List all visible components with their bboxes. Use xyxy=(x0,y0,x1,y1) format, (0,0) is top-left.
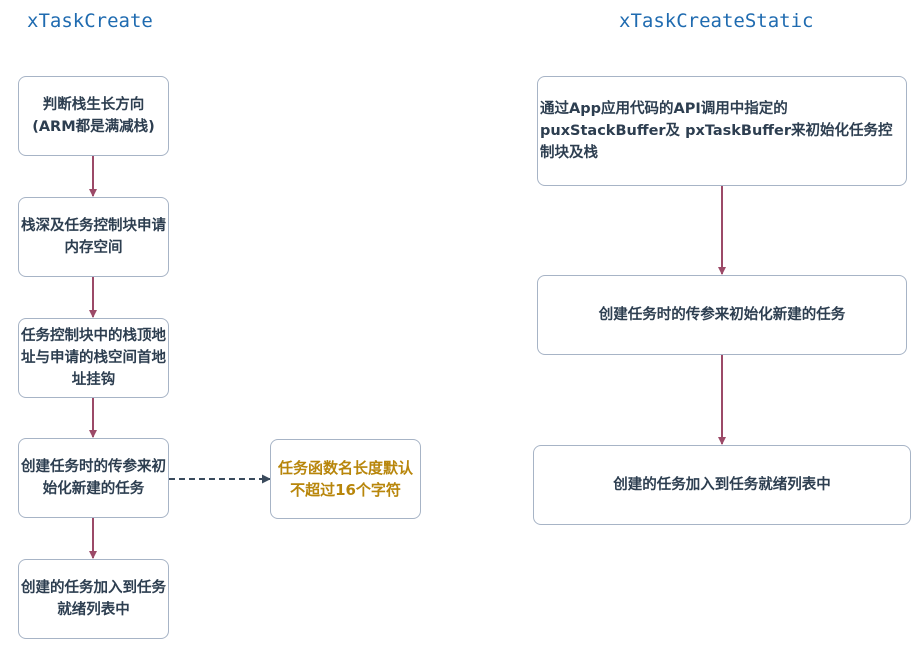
flow-step-3-link-stack-address: 任务控制块中的栈顶地址与申请的栈空间首地址挂钩 xyxy=(18,318,169,398)
left-column-title: xTaskCreate xyxy=(27,10,153,32)
flow-step-5-add-to-ready-list: 创建的任务加入到任务就绪列表中 xyxy=(18,559,169,639)
right-column-title: xTaskCreateStatic xyxy=(619,10,814,32)
static-step-3-add-to-ready-list: 创建的任务加入到任务就绪列表中 xyxy=(533,445,911,525)
task-name-length-note: 任务函数名长度默认不超过16个字符 xyxy=(270,439,421,519)
flow-step-1-stack-direction: 判断栈生长方向 (ARM都是满减栈) xyxy=(18,76,169,156)
static-step-2-init-task: 创建任务时的传参来初始化新建的任务 xyxy=(537,275,907,355)
flow-step-4-init-task: 创建任务时的传参来初始化新建的任务 xyxy=(18,438,169,518)
static-step-1-init-from-buffers: 通过App应用代码的API调用中指定的puxStackBuffer及 pxTas… xyxy=(537,76,907,186)
flow-step-2-allocate-memory: 栈深及任务控制块申请内存空间 xyxy=(18,197,169,277)
